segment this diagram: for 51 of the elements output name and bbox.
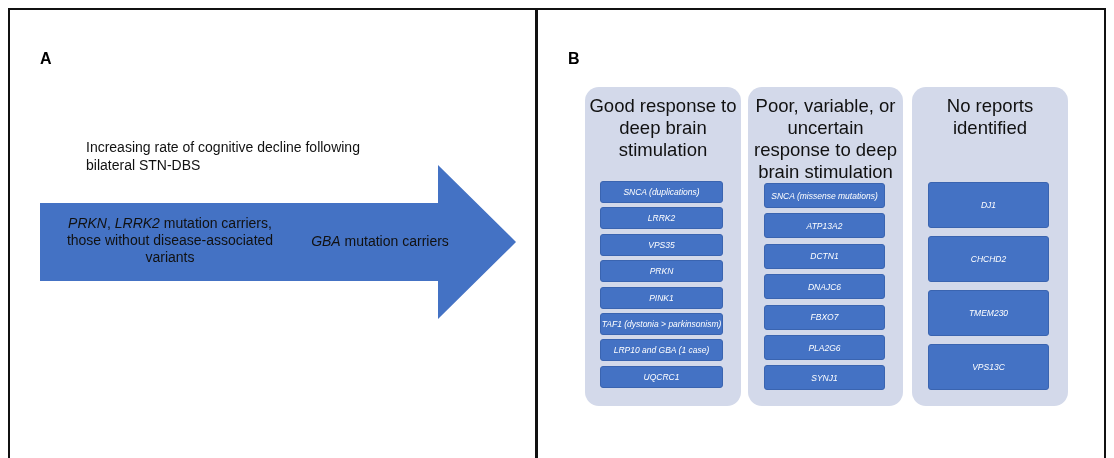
gene-box (764, 365, 885, 391)
arrow-text: GBA mutation carriers (310, 233, 450, 250)
arrow-text: PRKN, LRRK2 mutation carriers, those without disease-associated variants (65, 215, 275, 266)
gene-box (764, 304, 885, 330)
gene-box (764, 335, 885, 360)
gene-box (600, 286, 723, 309)
gene-label: TAF1 (dystonia > parkinsonism) (601, 319, 722, 329)
category-panel (912, 87, 1068, 406)
gene-box (928, 182, 1049, 228)
gene-label: FBXO7 (810, 312, 839, 323)
gene-label: DJ1 (980, 200, 997, 210)
panel-letter: A (40, 50, 52, 68)
category-panel (585, 87, 741, 406)
gene-label: SYNJ1 (811, 372, 838, 383)
gene-label: SNCA (duplications) (623, 187, 700, 197)
gene-box (764, 243, 885, 269)
gene-label: TMEM230 (968, 308, 1009, 318)
gene-label: UQCRC1 (643, 371, 680, 382)
gene-box (600, 207, 723, 230)
gene-box (600, 260, 723, 283)
gene-box (928, 344, 1049, 390)
gene-label: LRP10 and GBA (1 case) (613, 345, 710, 356)
gene-label: DNAJC6 (807, 281, 842, 292)
gene-box (928, 236, 1049, 282)
gene-label: CHCHD2 (970, 254, 1007, 264)
gene-label: PLA2G6 (808, 342, 841, 353)
gene-label: ATP13A2 (806, 220, 843, 231)
gene-box (764, 213, 885, 239)
gene-box (600, 181, 723, 203)
gene-box (764, 274, 885, 300)
gene-box (928, 290, 1049, 336)
gene-label: PINK1 (649, 292, 674, 303)
gene-label: VPS35 (648, 239, 675, 250)
panel-letter: B (568, 50, 580, 68)
category-heading: Poor, variable, or uncertain response to deep brain stimulation (753, 95, 898, 183)
axis-note: Increasing rate of cognitive decline following bilateral STN-DBS (86, 138, 361, 174)
gene-box (600, 233, 723, 256)
gene-label: VPS13C (972, 362, 1005, 372)
category-heading: No reports identified (945, 95, 1035, 139)
gene-label: LRRK2 (647, 213, 676, 224)
gene-box (600, 365, 723, 388)
gene-label: PRKN (649, 266, 674, 277)
panel-frame (8, 8, 537, 458)
category-panel (748, 87, 903, 406)
category-heading: Good response to deep brain stimulation (589, 95, 737, 161)
gene-box (600, 313, 723, 335)
gene-label: SNCA (missense mutations) (771, 190, 878, 201)
panel-frame (536, 8, 1106, 458)
gene-label: DCTN1 (810, 251, 839, 262)
gene-box (600, 339, 723, 362)
gene-box (764, 183, 885, 208)
